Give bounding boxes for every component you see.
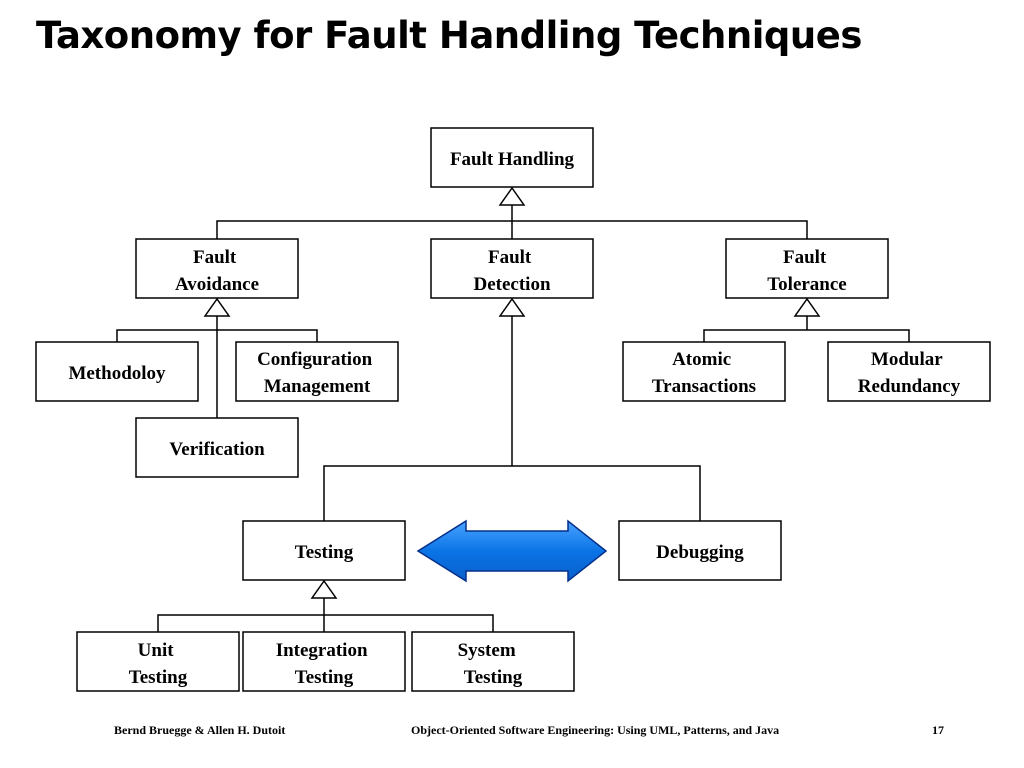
atomic-transactions-box: [622, 341, 786, 402]
fault-avoidance-label: Fault Avoidance: [175, 247, 259, 295]
modular-redundancy-box: [827, 341, 991, 402]
configuration-management-label: Configuration Management: [257, 349, 377, 397]
fault-handling-label: Fault Handling: [450, 149, 575, 170]
fault-tolerance-triangle: [793, 297, 821, 317]
fault-detection-triangle: [498, 297, 526, 317]
fault-detection-box: [430, 238, 594, 299]
footer-book-title: Object-Oriented Software Engineering: Us…: [411, 723, 780, 737]
debugging-label: Debugging: [656, 542, 744, 563]
fault-tolerance-box: [725, 238, 889, 299]
generalization-triangles: [203, 186, 821, 599]
fault-avoidance-triangle: [203, 297, 231, 317]
verification-box: [135, 417, 299, 478]
configuration-management-box: [235, 341, 399, 402]
slide-title: Taxonomy for Fault Handling Techniques: [36, 14, 862, 57]
system-testing-box: [411, 631, 575, 692]
methodology-box: [35, 341, 199, 402]
atomic-transactions-label: Atomic Transactions: [652, 349, 756, 397]
double-arrow-icon: [416, 519, 608, 583]
unit-testing-label: Unit Testing: [129, 640, 188, 688]
fault-tolerance-label: Fault Tolerance: [767, 247, 847, 295]
footer-page-number: 17: [932, 723, 944, 737]
testing-triangle: [310, 579, 338, 599]
modular-redundancy-label: Modular Redundancy: [858, 349, 961, 397]
testing-box: [242, 520, 406, 581]
connector-lines: [116, 205, 910, 632]
integration-testing-label: Integration Testing: [276, 640, 373, 688]
methodology-label: Methodoloy: [68, 363, 166, 384]
fault-detection-label: Fault Detection: [473, 247, 550, 295]
testing-label: Testing: [295, 542, 354, 563]
unit-testing-box: [76, 631, 240, 692]
integration-testing-box: [242, 631, 406, 692]
fault-handling-triangle: [498, 186, 526, 206]
footer-authors: Bernd Bruegge & Allen H. Dutoit: [114, 723, 286, 737]
fault-handling-box: [430, 127, 594, 188]
verification-label: Verification: [169, 439, 265, 460]
debugging-box: [618, 520, 782, 581]
system-testing-label: System Testing: [458, 640, 523, 688]
fault-avoidance-box: [135, 238, 299, 299]
